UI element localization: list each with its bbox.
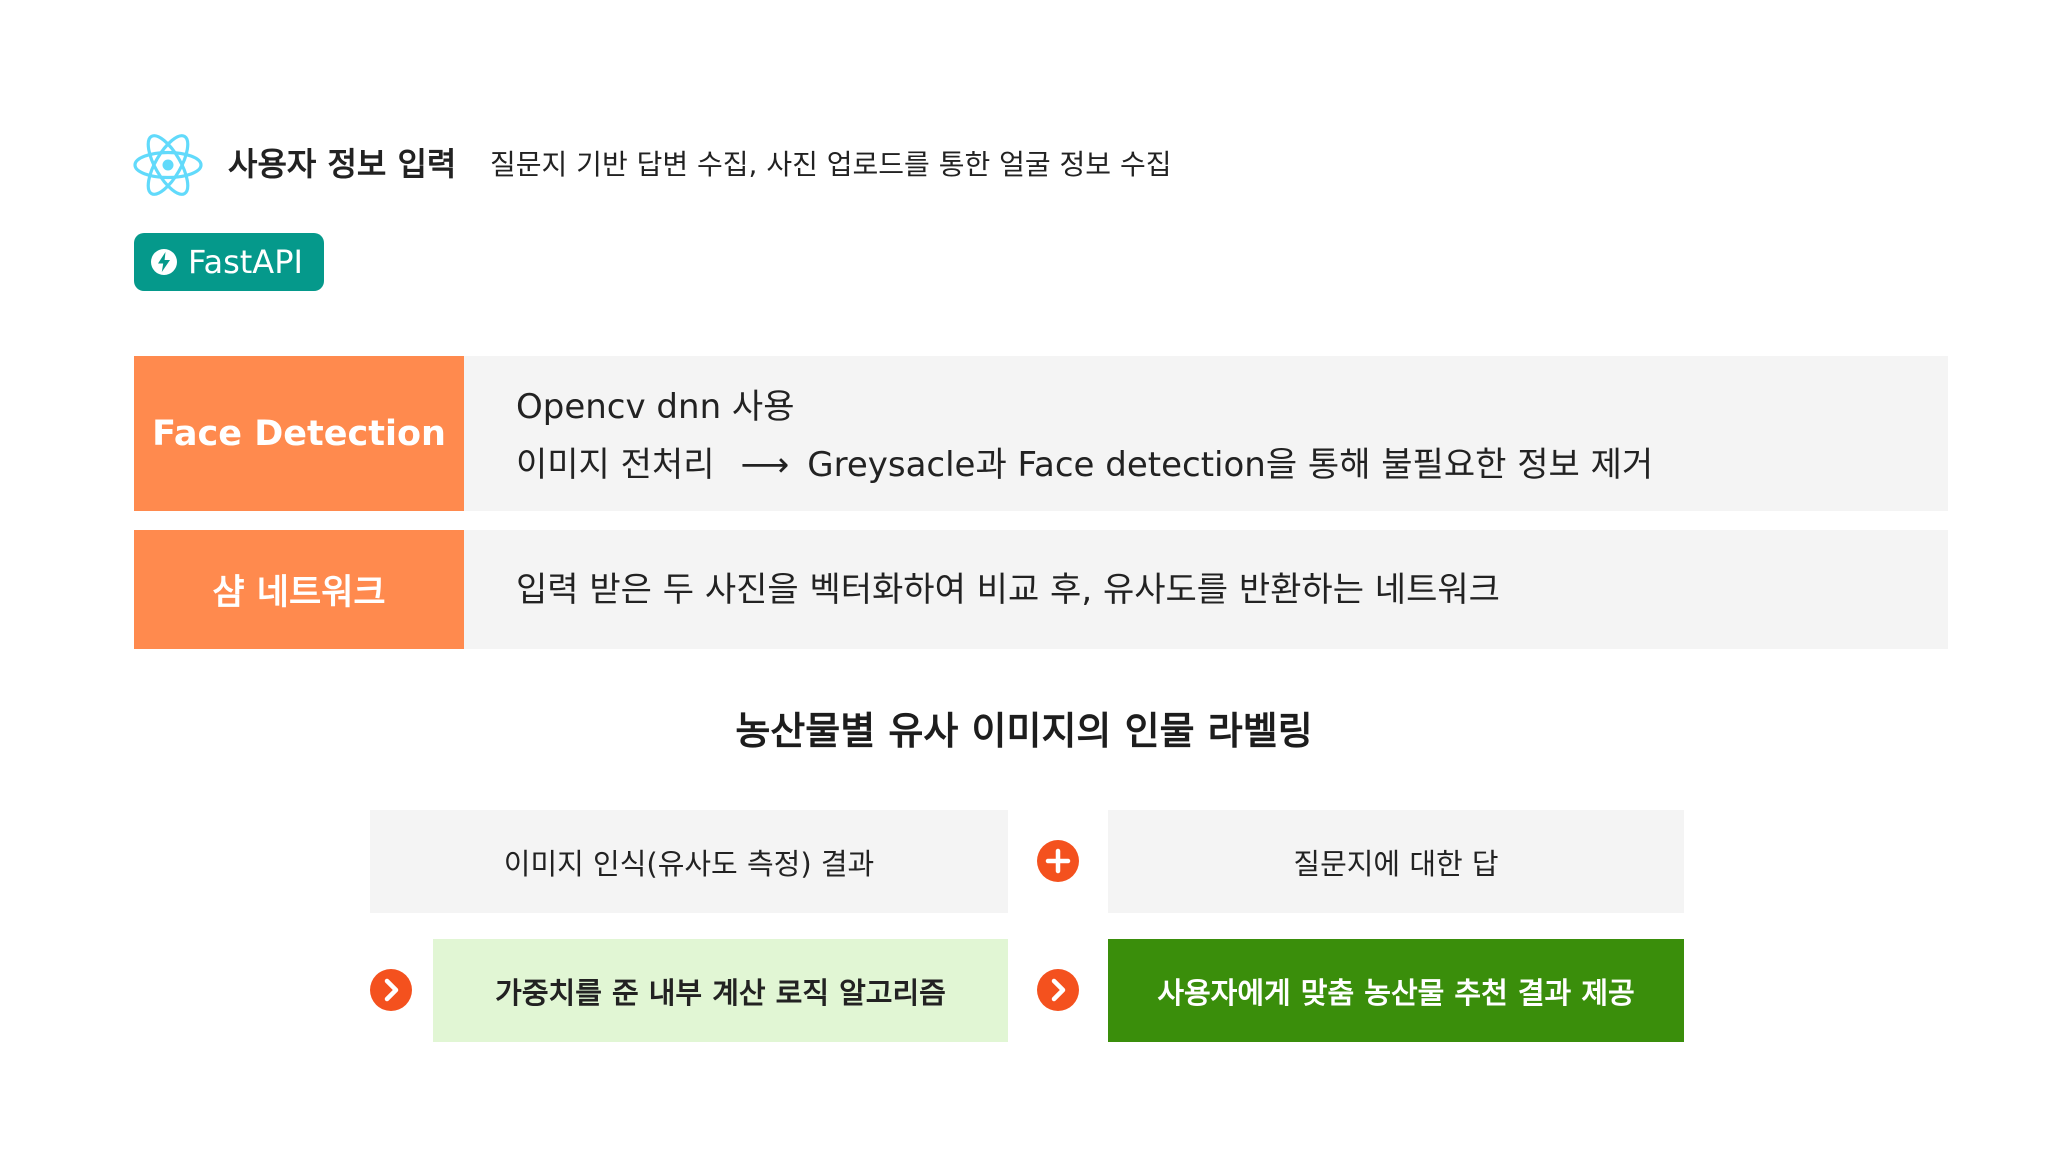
chevron-right-circle-icon: [1037, 969, 1079, 1011]
input-box-questionnaire: 질문지에 대한 답: [1108, 810, 1684, 913]
feature-description-line: Opencv dnn 사용: [516, 387, 795, 427]
section-heading: 사용자 정보 입력: [228, 145, 457, 183]
arrow-right-icon: ⟶: [740, 445, 790, 485]
lightning-bolt-icon: [151, 249, 177, 275]
feature-label: 샴 네트워크: [134, 530, 464, 649]
feature-description-line: 입력 받은 두 사진을 벡터화하여 비교 후, 유사도를 반환하는 네트워크: [516, 570, 1500, 610]
section-description: 질문지 기반 답변 수집, 사진 업로드를 통한 얼굴 정보 수집: [490, 148, 1172, 181]
feature-description-line: 이미지 전처리 ⟶ Greysacle과 Face detection을 통해 불필…: [516, 436, 1653, 494]
preprocess-label: 이미지 전처리: [516, 445, 715, 485]
fastapi-badge: FastAPI: [134, 233, 324, 291]
result-box-recommendation: 사용자에게 맞춤 농산물 추천 결과 제공: [1108, 939, 1684, 1042]
plus-circle-icon: [1037, 840, 1079, 882]
section-title: 농산물별 유사 이미지의 인물 라벨링: [735, 709, 1313, 753]
badge-label: FastAPI: [188, 243, 303, 281]
process-box-algorithm: 가중치를 준 내부 계산 로직 알고리즘: [433, 939, 1008, 1042]
input-box-image-similarity: 이미지 인식(유사도 측정) 결과: [370, 810, 1008, 913]
feature-label: Face Detection: [134, 356, 464, 511]
chevron-right-circle-icon: [370, 969, 412, 1011]
react-atom-icon: [133, 134, 203, 196]
preprocess-detail: Greysacle과 Face detection을 통해 불필요한 정보 제거: [807, 445, 1654, 485]
